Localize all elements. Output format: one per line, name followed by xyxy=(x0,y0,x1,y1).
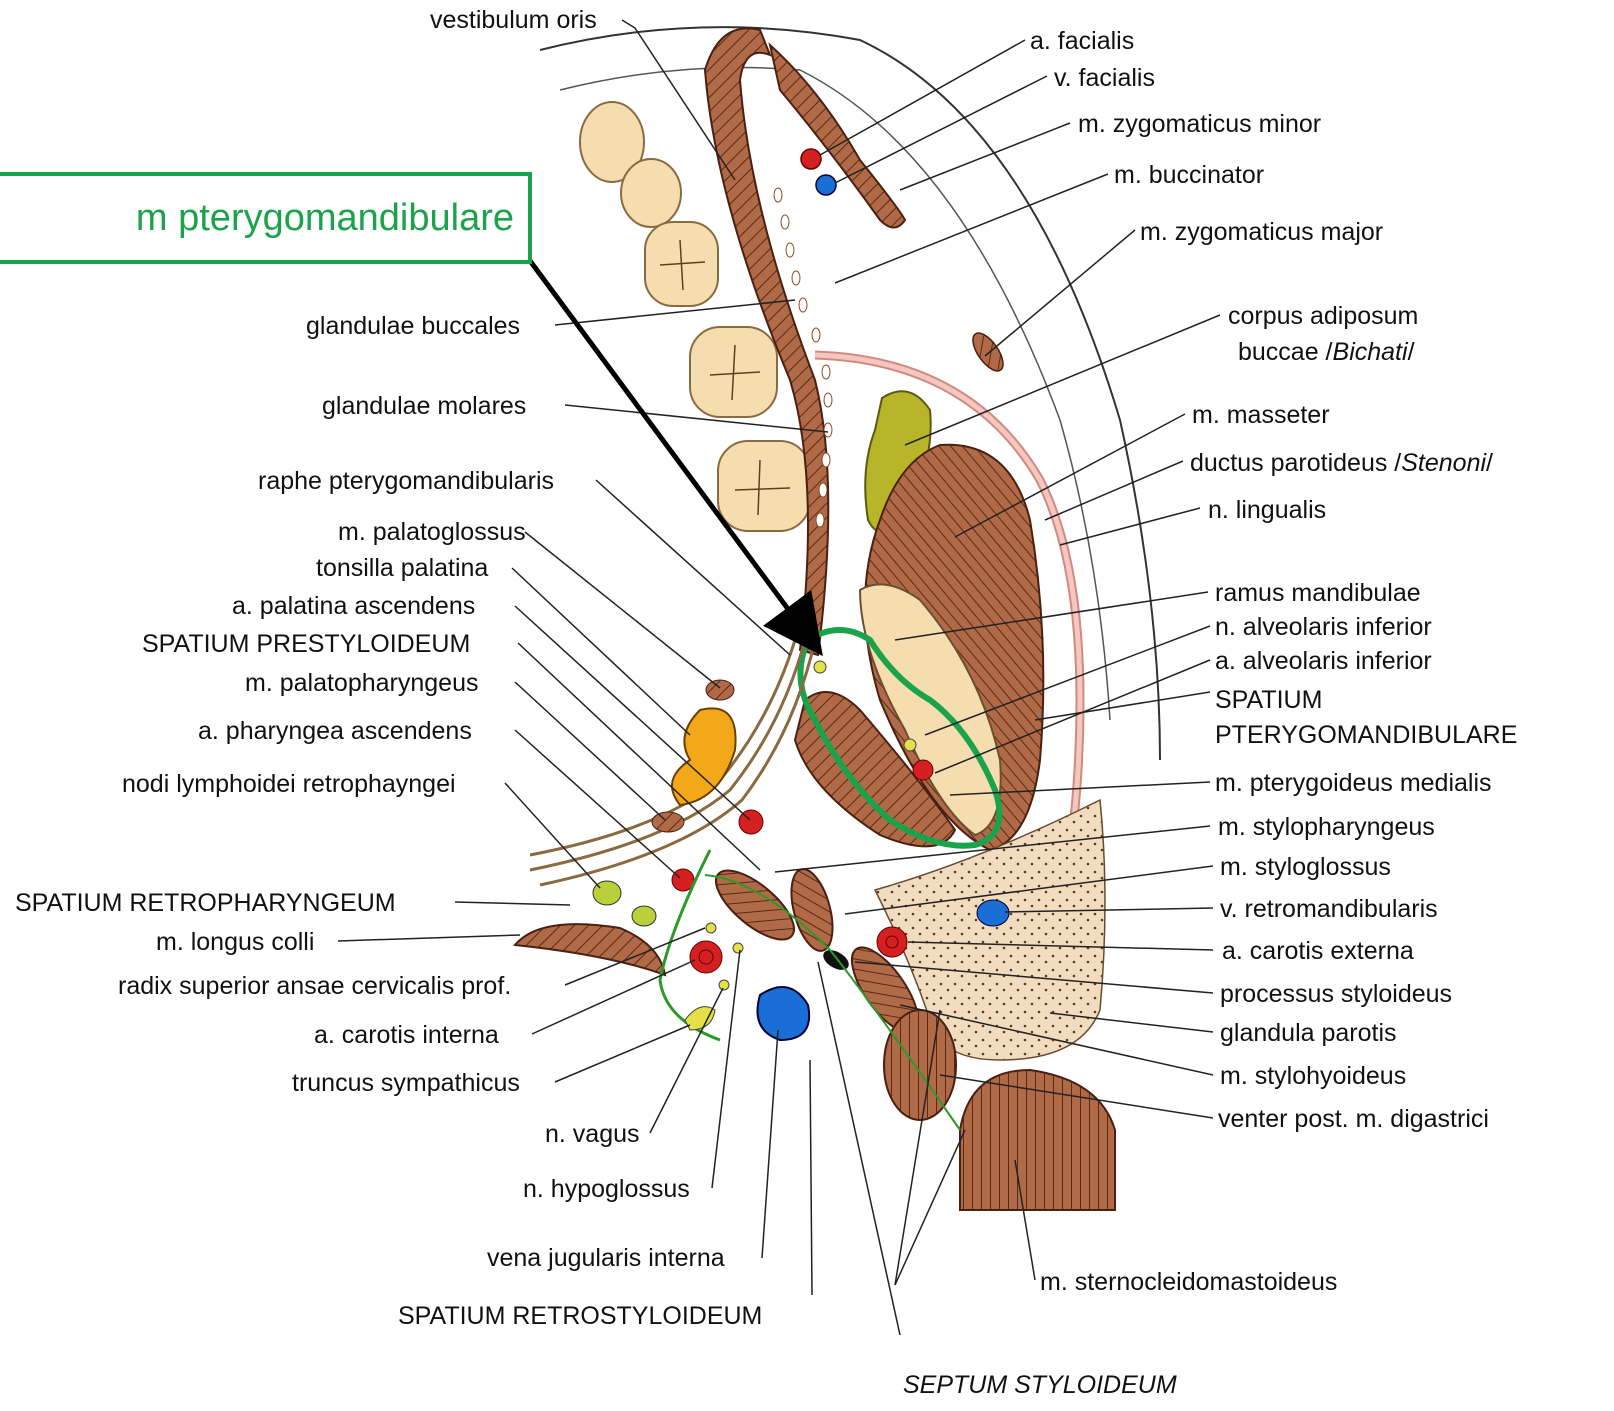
label-m-stylohyoideus: m. stylohyoideus xyxy=(1220,1062,1406,1090)
label-v-retromandibularis: v. retromandibularis xyxy=(1220,895,1438,923)
label-processus-styloideus: processus styloideus xyxy=(1220,980,1452,1008)
label-m-masseter: m. masseter xyxy=(1192,401,1330,429)
label-vestibulum-oris: vestibulum oris xyxy=(430,6,597,34)
label-ductus-parotideus: ductus parotideus /Stenoni/ xyxy=(1190,449,1493,477)
pharyngeal-wall xyxy=(530,640,815,885)
label-vena-jugularis-interna: vena jugularis interna xyxy=(487,1244,725,1272)
label-radix-superior: radix superior ansae cervicalis prof. xyxy=(118,972,511,1000)
label-glandulae-buccales: glandulae buccales xyxy=(306,312,520,340)
retropharyngeal-space xyxy=(515,881,665,975)
label-corpus-adiposum: corpus adiposum xyxy=(1228,302,1418,330)
label-venter-post: venter post. m. digastrici xyxy=(1218,1105,1489,1133)
label-ramus-mandibulae: ramus mandibulae xyxy=(1215,579,1421,607)
label-buccae-suffix: / xyxy=(1408,338,1415,366)
label-raphe: raphe pterygomandibularis xyxy=(258,467,554,495)
zygomaticus-major xyxy=(967,328,1009,376)
label-m-longus-colli: m. longus colli xyxy=(156,928,314,956)
label-ductus-italic: Stenoni xyxy=(1401,449,1487,477)
label-a-carotis-interna: a. carotis interna xyxy=(314,1021,499,1049)
retrostyloid-vessels xyxy=(685,923,809,1040)
label-truncus-sympathicus: truncus sympathicus xyxy=(292,1069,520,1097)
label-buccae-italic: Bichati xyxy=(1333,338,1409,366)
callout-label: m pterygomandibulare xyxy=(136,197,514,240)
label-n-alveolaris-inferior: n. alveolaris inferior xyxy=(1215,613,1432,641)
label-a-alveolaris-inferior: a. alveolaris inferior xyxy=(1215,647,1432,675)
label-spatium-ptm-1: SPATIUM xyxy=(1215,686,1322,714)
label-a-pharyngea-ascendens: a. pharyngea ascendens xyxy=(198,717,472,745)
label-a-palatina-ascendens: a. palatina ascendens xyxy=(232,592,475,620)
label-n-lingualis: n. lingualis xyxy=(1208,496,1326,524)
label-n-hypoglossus: n. hypoglossus xyxy=(523,1175,690,1203)
label-spatium-retrostyloideum: SPATIUM RETROSTYLOIDEUM xyxy=(398,1302,762,1330)
label-m-zygomaticus-major: m. zygomaticus major xyxy=(1140,218,1383,246)
label-m-styloglossus: m. styloglossus xyxy=(1220,853,1391,881)
label-m-sternocleidomastoideus: m. sternocleidomastoideus xyxy=(1040,1268,1337,1296)
label-n-vagus: n. vagus xyxy=(545,1120,640,1148)
label-m-palatopharyngeus: m. palatopharyngeus xyxy=(245,669,478,697)
label-ductus-prefix: ductus parotideus / xyxy=(1190,449,1401,477)
label-glandula-parotis: glandula parotis xyxy=(1220,1019,1397,1047)
label-spatium-prestyloideum: SPATIUM PRESTYLOIDEUM xyxy=(142,630,470,658)
label-nodi-lymphoidei: nodi lymphoidei retrophayngei xyxy=(122,770,456,798)
label-m-stylopharyngeus: m. stylopharyngeus xyxy=(1218,813,1435,841)
label-a-facialis: a. facialis xyxy=(1030,27,1134,55)
label-glandulae-molares: glandulae molares xyxy=(322,392,526,420)
label-buccae-prefix: buccae / xyxy=(1238,338,1333,366)
label-m-zygomaticus-minor: m. zygomaticus minor xyxy=(1078,110,1321,138)
label-buccae-bichati: buccae /Bichati/ xyxy=(1238,338,1415,366)
label-septum-styloideum: SEPTUM STYLOIDEUM xyxy=(903,1371,1177,1399)
label-spatium-retropharyngeum: SPATIUM RETROPHARYNGEUM xyxy=(15,889,396,917)
label-ductus-suffix: / xyxy=(1486,449,1493,477)
facial-vessels xyxy=(801,149,836,195)
label-tonsilla-palatina: tonsilla palatina xyxy=(316,554,488,582)
label-v-facialis: v. facialis xyxy=(1054,64,1155,92)
label-a-carotis-externa: a. carotis externa xyxy=(1222,937,1414,965)
label-spatium-ptm-2: PTERYGOMANDIBULARE xyxy=(1215,721,1517,749)
label-m-palatoglossus: m. palatoglossus xyxy=(338,518,526,546)
label-m-pterygoideus-medialis: m. pterygoideus medialis xyxy=(1215,769,1492,797)
label-m-buccinator: m. buccinator xyxy=(1114,161,1264,189)
callout-box: m pterygomandibulare xyxy=(0,172,532,264)
